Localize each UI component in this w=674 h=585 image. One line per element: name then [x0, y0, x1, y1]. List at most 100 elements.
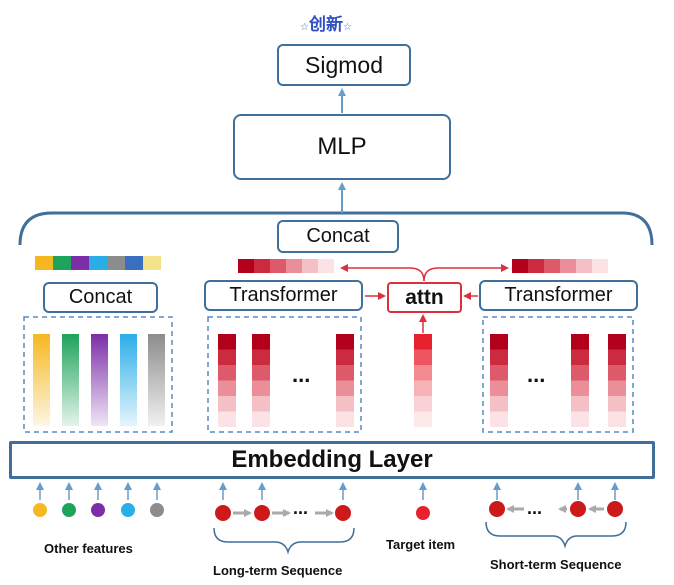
short-term-bar-cell [571, 396, 589, 412]
long-term-node [254, 505, 270, 521]
short-strip-cell [576, 259, 592, 273]
feature-bar [148, 334, 165, 426]
features-group-box [23, 316, 173, 433]
feature-node [33, 503, 47, 517]
feature-node [62, 503, 76, 517]
ellipsis-short-sequence: ... [527, 498, 543, 518]
short-term-bar-cell [571, 380, 589, 396]
mlp-box: MLP [233, 114, 451, 180]
ellipsis-long-sequence: ... [293, 498, 309, 518]
ellipsis-short-bars: ... [527, 362, 546, 387]
long-term-group-box [207, 316, 362, 433]
long-strip-cell [238, 259, 254, 273]
target-item-label: Target item [386, 537, 456, 552]
short-term-bar-cell [608, 411, 626, 427]
short-term-bar-cell [571, 411, 589, 427]
arrow-attn-to-short-strip [423, 264, 509, 282]
target-bar-cell [414, 396, 432, 412]
embedding-layer-box: Embedding Layer [9, 441, 655, 479]
transformer-left-box: Transformer [204, 280, 363, 311]
feature-node [121, 503, 135, 517]
long-term-bar-cell [336, 365, 354, 381]
target-bar-cell [414, 380, 432, 396]
short-term-bar-cell [608, 334, 626, 350]
top-bracket [18, 211, 654, 246]
short-term-bar-cell [490, 365, 508, 381]
target-bar-cell [414, 334, 432, 350]
short-term-bar-cell [608, 380, 626, 396]
long-term-bar-cell [252, 396, 270, 412]
short-strip-cell [592, 259, 608, 273]
long-term-bar-cell [252, 411, 270, 427]
long-term-bar-cell [336, 380, 354, 396]
short-term-bar-cell [490, 380, 508, 396]
feature-node [91, 503, 105, 517]
long-strip-cell [254, 259, 270, 273]
feature-strip-cell [143, 256, 161, 270]
long-term-bar-cell [252, 380, 270, 396]
concat-left-label: Concat [68, 286, 133, 308]
short-term-bar-cell [490, 396, 508, 412]
target-bar-cell [414, 365, 432, 381]
long-term-node [215, 505, 231, 521]
short-term-sequence-label: Short-term Sequence [490, 557, 622, 572]
ellipsis-long-bars: ... [292, 362, 311, 387]
long-term-bar-cell [252, 365, 270, 381]
long-term-node [335, 505, 351, 521]
feature-bar [62, 334, 79, 426]
long-term-bar-cell [336, 334, 354, 350]
long-strip-cell [270, 259, 286, 273]
feature-bar [33, 334, 50, 426]
long-term-bar-cell [336, 411, 354, 427]
transformer-right-box: Transformer [479, 280, 638, 311]
short-term-node [570, 501, 586, 517]
short-term-bar-cell [608, 396, 626, 412]
feature-strip-cell [107, 256, 125, 270]
long-strip-cell [286, 259, 302, 273]
star-icon: ☆ [342, 22, 352, 33]
attn-box: attn [387, 282, 462, 313]
feature-bar [91, 334, 108, 426]
short-strip-cell [512, 259, 528, 273]
target-bar-cell [414, 349, 432, 365]
long-term-bar-cell [336, 396, 354, 412]
long-term-bar-cell [218, 365, 236, 381]
attn-label: attn [405, 285, 444, 309]
feature-strip-cell [53, 256, 71, 270]
feature-strip-cell [35, 256, 53, 270]
short-term-bar-cell [608, 349, 626, 365]
long-term-bar-cell [252, 334, 270, 350]
long-term-bar-cell [218, 396, 236, 412]
mlp-label: MLP [317, 133, 367, 160]
short-term-bracket [485, 521, 627, 549]
other-features-label: Other features [44, 541, 133, 556]
short-term-node [607, 501, 623, 517]
short-term-group-box [482, 316, 634, 433]
short-strip-cell [560, 259, 576, 273]
long-term-sequence-label: Long-term Sequence [213, 563, 343, 578]
long-term-bracket [213, 527, 355, 555]
feature-strip-cell [89, 256, 107, 270]
target-node [416, 506, 430, 520]
long-strip-cell [302, 259, 318, 273]
short-term-bar-cell [490, 411, 508, 427]
short-strip-cell [528, 259, 544, 273]
watermark-badge: ☆创新☆ [300, 10, 352, 35]
feature-strip-cell [71, 256, 89, 270]
short-term-bar-cell [571, 365, 589, 381]
concat-top-label: Concat [306, 225, 370, 247]
short-term-node [489, 501, 505, 517]
short-term-bar-cell [490, 334, 508, 350]
long-term-bar-cell [218, 380, 236, 396]
feature-node [150, 503, 164, 517]
feature-bar [120, 334, 137, 426]
watermark-text: 创新 [308, 15, 343, 35]
long-term-bar-cell [218, 411, 236, 427]
short-term-bar-cell [571, 349, 589, 365]
short-term-bar-cell [608, 365, 626, 381]
embedding-layer-label: Embedding Layer [231, 446, 433, 473]
long-term-bar-cell [218, 334, 236, 350]
feature-strip-cell [125, 256, 143, 270]
transformer-right-label: Transformer [504, 284, 613, 306]
